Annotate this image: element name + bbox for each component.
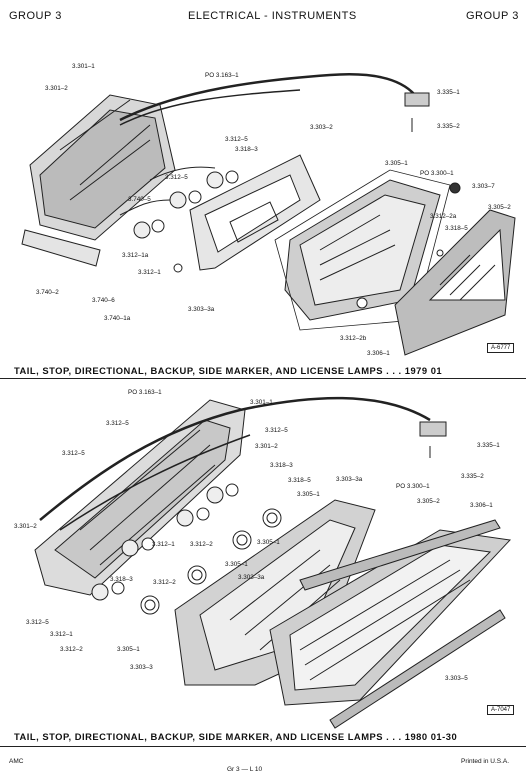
- callout-label: 3.312–5: [26, 619, 49, 626]
- callout-label: 3.312–2a: [430, 213, 457, 220]
- figure-2-caption: TAIL, STOP, DIRECTIONAL, BACKUP, SIDE MA…: [14, 731, 458, 742]
- callout-label: 3.305–2: [488, 204, 511, 211]
- callout-label: 3.312–5: [106, 420, 129, 427]
- callout-label: 3.312–2: [153, 579, 176, 586]
- callout-label: 3.312–2b: [340, 335, 367, 342]
- footer-center: Gr 3 — L 10: [227, 766, 263, 773]
- callout-label: 3.312–2: [190, 541, 213, 548]
- callout-label: 3.306–1: [367, 350, 390, 357]
- callout-label: 3.301–2: [14, 523, 37, 530]
- callout-label: 3.303–5: [445, 675, 468, 682]
- callout-label: 3.303–3a: [188, 306, 215, 313]
- callout-label: 3.335–2: [437, 123, 460, 130]
- header-left: GROUP 3: [9, 10, 62, 22]
- callout-label: 3.303–7: [472, 183, 495, 190]
- figure-1980-exploded-view: [34, 396, 512, 729]
- callout-label: 3.303–3: [130, 664, 153, 671]
- callout-label: 3.301–1: [72, 63, 95, 70]
- callout-label: 3.312–2: [60, 646, 83, 653]
- callout-label: 3.305–1: [225, 561, 248, 568]
- callout-label: 3.740–5: [128, 196, 151, 203]
- callout-label: 3.318–3: [110, 576, 133, 583]
- callout-label: 3.312–5: [225, 136, 248, 143]
- callout-label: 3.740–1a: [104, 315, 131, 322]
- footer-left: AMC: [9, 758, 24, 765]
- callout-label: 3.305–1: [385, 160, 408, 167]
- callout-label: 3.335–2: [461, 473, 484, 480]
- callout-label: 3.312–5: [165, 174, 188, 181]
- callout-label: 3.335–1: [477, 442, 500, 449]
- callout-label: 3.305–1: [257, 539, 280, 546]
- callout-label: 3.305–2: [417, 498, 440, 505]
- figure-tag: A-6777: [487, 343, 515, 353]
- footer-right: Printed in U.S.A.: [461, 758, 510, 765]
- callout-label: 3.305–1: [117, 646, 140, 653]
- callout-label: PO 3.163–1: [128, 389, 162, 396]
- callout-label: 3.335–1: [437, 89, 460, 96]
- callout-label: 3.306–1: [470, 502, 493, 509]
- callout-label: 3.303–2: [310, 124, 333, 131]
- callout-label: 3.301–2: [45, 85, 68, 92]
- callout-label: 3.312–5: [265, 427, 288, 434]
- figure-1-caption: TAIL, STOP, DIRECTIONAL, BACKUP, SIDE MA…: [14, 365, 443, 376]
- callout-label: PO 3.163–1: [205, 72, 239, 79]
- callout-label: 3.318–5: [288, 477, 311, 484]
- callout-label: 3.305–1: [297, 491, 320, 498]
- callout-label: 3.312–5: [62, 450, 85, 457]
- header-center: ELECTRICAL - INSTRUMENTS: [188, 10, 357, 22]
- divider: [0, 378, 526, 379]
- figure-1979-exploded-view: [21, 73, 516, 356]
- figure-tag: A-7047: [487, 705, 515, 715]
- callout-label: 3.740–6: [92, 297, 115, 304]
- callout-label: 3.312–1: [138, 269, 161, 276]
- callout-label: PO 3.300–1: [396, 483, 430, 490]
- callout-label: 3.301–2: [255, 443, 278, 450]
- callout-label: 3.303–3a: [238, 574, 265, 581]
- callout-label: 3.312–1: [152, 541, 175, 548]
- divider: [0, 746, 526, 747]
- callout-label: 3.312–1a: [122, 252, 149, 259]
- callout-label: 3.740–2: [36, 289, 59, 296]
- callout-label: PO 3.300–1: [420, 170, 454, 177]
- callout-label: 3.301–1: [250, 399, 273, 406]
- callout-label: 3.318–3: [270, 462, 293, 469]
- callout-label: 3.318–5: [445, 225, 468, 232]
- callout-label: 3.312–1: [50, 631, 73, 638]
- header-right: GROUP 3: [466, 10, 519, 22]
- callout-label: 3.303–3a: [336, 476, 363, 483]
- callout-label: 3.318–3: [235, 146, 258, 153]
